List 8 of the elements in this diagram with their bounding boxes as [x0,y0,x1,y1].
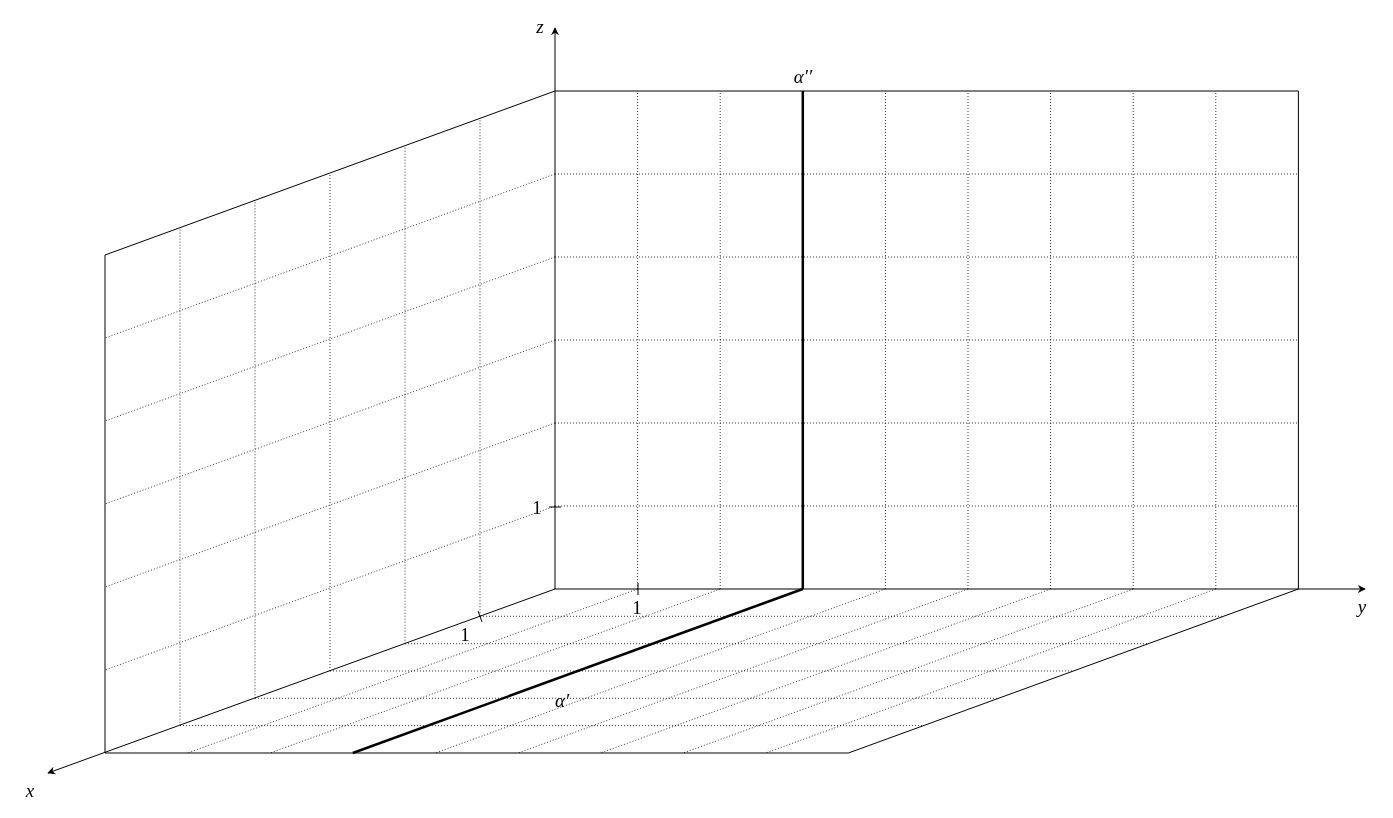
axis-label: 1 [460,624,470,644]
axis-label: α′ [554,690,570,710]
axis-label: y [1357,596,1367,616]
axis-label: 1 [632,597,642,617]
axis-label: 1 [532,497,542,517]
axis-label: x [25,780,35,800]
axis-label: α′′ [793,66,813,86]
axis-label: z [536,16,544,36]
